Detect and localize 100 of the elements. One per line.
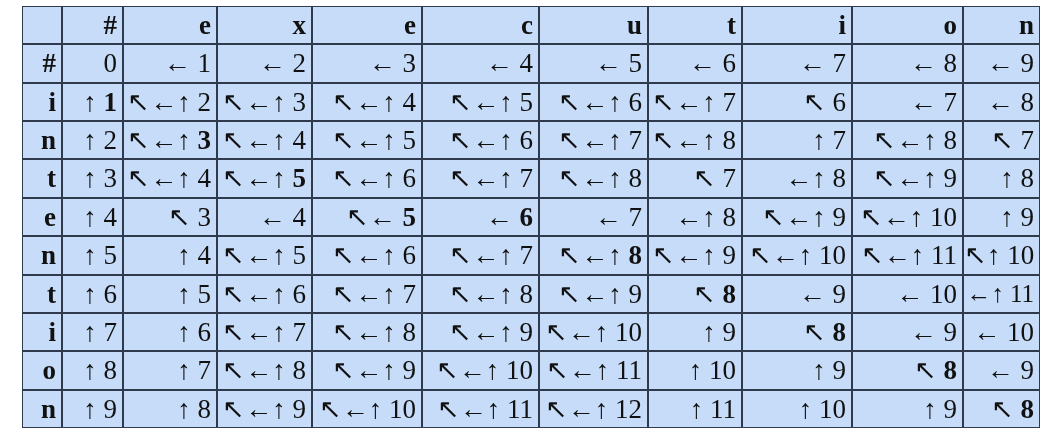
matrix-entry: ← 7 — [743, 45, 851, 82]
matrix-entry: ↖←↑ 6 — [540, 83, 647, 121]
matrix-entry: ↖←↑ 11 — [423, 390, 538, 427]
matrix-entry: ↑ 10 — [649, 352, 741, 389]
column-header: c — [423, 7, 538, 44]
matrix-entry: ↖←↑ 9 — [649, 237, 741, 274]
row-header: o — [23, 352, 61, 389]
matrix-entry: ← 6 — [423, 198, 538, 236]
matrix-entry: ← 9 — [964, 352, 1039, 389]
matrix-entry: ↖←↑ 8 — [313, 313, 421, 351]
matrix-entry: ↑ 10 — [743, 390, 851, 427]
matrix-entry: ↑ 5 — [63, 237, 122, 274]
matrix-entry: ↑ 2 — [63, 122, 122, 159]
matrix-entry: 0 — [63, 45, 122, 82]
matrix-entry: ↖←↑ 10 — [743, 237, 851, 274]
matrix-entry: ← 4 — [218, 198, 311, 236]
matrix-entry: ↖←↑ 5 — [218, 237, 311, 274]
matrix-entry: ↑ 6 — [63, 275, 122, 312]
matrix-entry: ↖←↑ 9 — [423, 313, 538, 351]
matrix-entry: ↖←↑ 8 — [423, 275, 538, 312]
matrix-entry: ↖ 6 — [743, 83, 851, 121]
matrix-entry: ↑ 11 — [649, 390, 741, 427]
matrix-entry: ↖←↑ 11 — [540, 352, 647, 389]
matrix-entry: ↑ 3 — [63, 160, 122, 197]
column-header: o — [853, 7, 962, 44]
matrix-entry: ↖←↑ 10 — [313, 390, 421, 427]
matrix-entry: ↑ 9 — [853, 390, 962, 427]
matrix-entry: ↖←↑ 10 — [423, 352, 538, 389]
matrix-entry: ← 7 — [540, 198, 647, 236]
matrix-entry: ↖← 5 — [313, 198, 421, 236]
matrix-entry: ↖←↑ 8 — [540, 237, 647, 274]
matrix-entry: ↑ 7 — [124, 352, 216, 389]
row-header: i — [23, 83, 61, 121]
matrix-entry: ↑ 5 — [124, 275, 216, 312]
matrix-entry: ↖←↑ 7 — [313, 275, 421, 312]
row-header: i — [23, 313, 61, 351]
matrix-entry: ↖ 8 — [743, 313, 851, 351]
matrix-entry: ↖←↑ 6 — [423, 122, 538, 159]
matrix-entry: ↑ 9 — [743, 352, 851, 389]
matrix-entry: ↖←↑ 8 — [540, 160, 647, 197]
matrix-entry: ← 8 — [964, 83, 1039, 121]
matrix-entry: ↖←↑ 5 — [423, 83, 538, 121]
matrix-entry: ↖←↑ 9 — [218, 390, 311, 427]
matrix-entry: ↖←↑ 5 — [218, 160, 311, 197]
matrix-entry: ↖←↑ 8 — [649, 122, 741, 159]
matrix-entry: ↖←↑ 7 — [218, 313, 311, 351]
column-header: t — [649, 7, 741, 44]
matrix-entry: ↖←↑ 10 — [853, 198, 962, 236]
column-header: e — [124, 7, 216, 44]
row-header: t — [23, 160, 61, 197]
matrix-entry: ← 10 — [964, 313, 1039, 351]
matrix-entry: ↖ 8 — [649, 275, 741, 312]
matrix-entry: ↖←↑ 2 — [124, 83, 216, 121]
matrix-entry: ↖←↑ 7 — [423, 237, 538, 274]
matrix-entry: ↑ 9 — [649, 313, 741, 351]
row-header: # — [23, 45, 61, 82]
matrix-entry: ↖←↑ 9 — [743, 198, 851, 236]
matrix-entry: ↑ 6 — [124, 313, 216, 351]
matrix-entry: ↖ 8 — [964, 390, 1039, 427]
matrix-entry: ↖←↑ 4 — [124, 160, 216, 197]
matrix-entry: ↑ 9 — [964, 198, 1039, 236]
matrix-entry: ↖←↑ 12 — [540, 390, 647, 427]
matrix-entry: ↑ 9 — [63, 390, 122, 427]
matrix-entry: ←↑ 11 — [964, 275, 1039, 312]
matrix-entry: ↖←↑ 10 — [540, 313, 647, 351]
matrix-entry: ← 5 — [540, 45, 647, 82]
matrix-entry: ↖←↑ 11 — [853, 237, 962, 274]
matrix-entry: ↖←↑ 7 — [423, 160, 538, 197]
matrix-entry: ↖←↑ 4 — [313, 83, 421, 121]
matrix-entry: ↖←↑ 8 — [218, 352, 311, 389]
matrix-entry: ↖←↑ 4 — [218, 122, 311, 159]
matrix-entry: ← 3 — [313, 45, 421, 82]
matrix-entry: ↖←↑ 7 — [540, 122, 647, 159]
matrix-entry: ↖←↑ 3 — [124, 122, 216, 159]
matrix-entry: ↖←↑ 7 — [649, 83, 741, 121]
matrix-entry: ↖ 7 — [964, 122, 1039, 159]
matrix-entry: ← 10 — [853, 275, 962, 312]
matrix-entry: ← 6 — [649, 45, 741, 82]
matrix-entry: ↖←↑ 9 — [540, 275, 647, 312]
matrix-entry: ↑ 4 — [124, 237, 216, 274]
matrix-entry: ↑ 8 — [63, 352, 122, 389]
column-header: # — [63, 7, 122, 44]
row-header: e — [23, 198, 61, 236]
matrix-entry: ← 8 — [853, 45, 962, 82]
matrix-entry: ↖←↑ 3 — [218, 83, 311, 121]
matrix-entry: ↖←↑ 6 — [313, 160, 421, 197]
matrix-entry: ↑ 4 — [63, 198, 122, 236]
matrix-entry: ↑ 8 — [964, 160, 1039, 197]
column-header: u — [540, 7, 647, 44]
matrix-entry: ↖←↑ 9 — [313, 352, 421, 389]
matrix-entry: ← 9 — [743, 275, 851, 312]
matrix-entry: ↖ 3 — [124, 198, 216, 236]
matrix-entry: ← 9 — [964, 45, 1039, 82]
matrix-entry: ← 4 — [423, 45, 538, 82]
matrix-entry: ↖←↑ 6 — [313, 237, 421, 274]
column-header: e — [313, 7, 421, 44]
row-header: n — [23, 390, 61, 427]
matrix-entry: ←↑ 8 — [649, 198, 741, 236]
row-header: n — [23, 237, 61, 274]
matrix-entry: ↖←↑ 9 — [853, 160, 962, 197]
